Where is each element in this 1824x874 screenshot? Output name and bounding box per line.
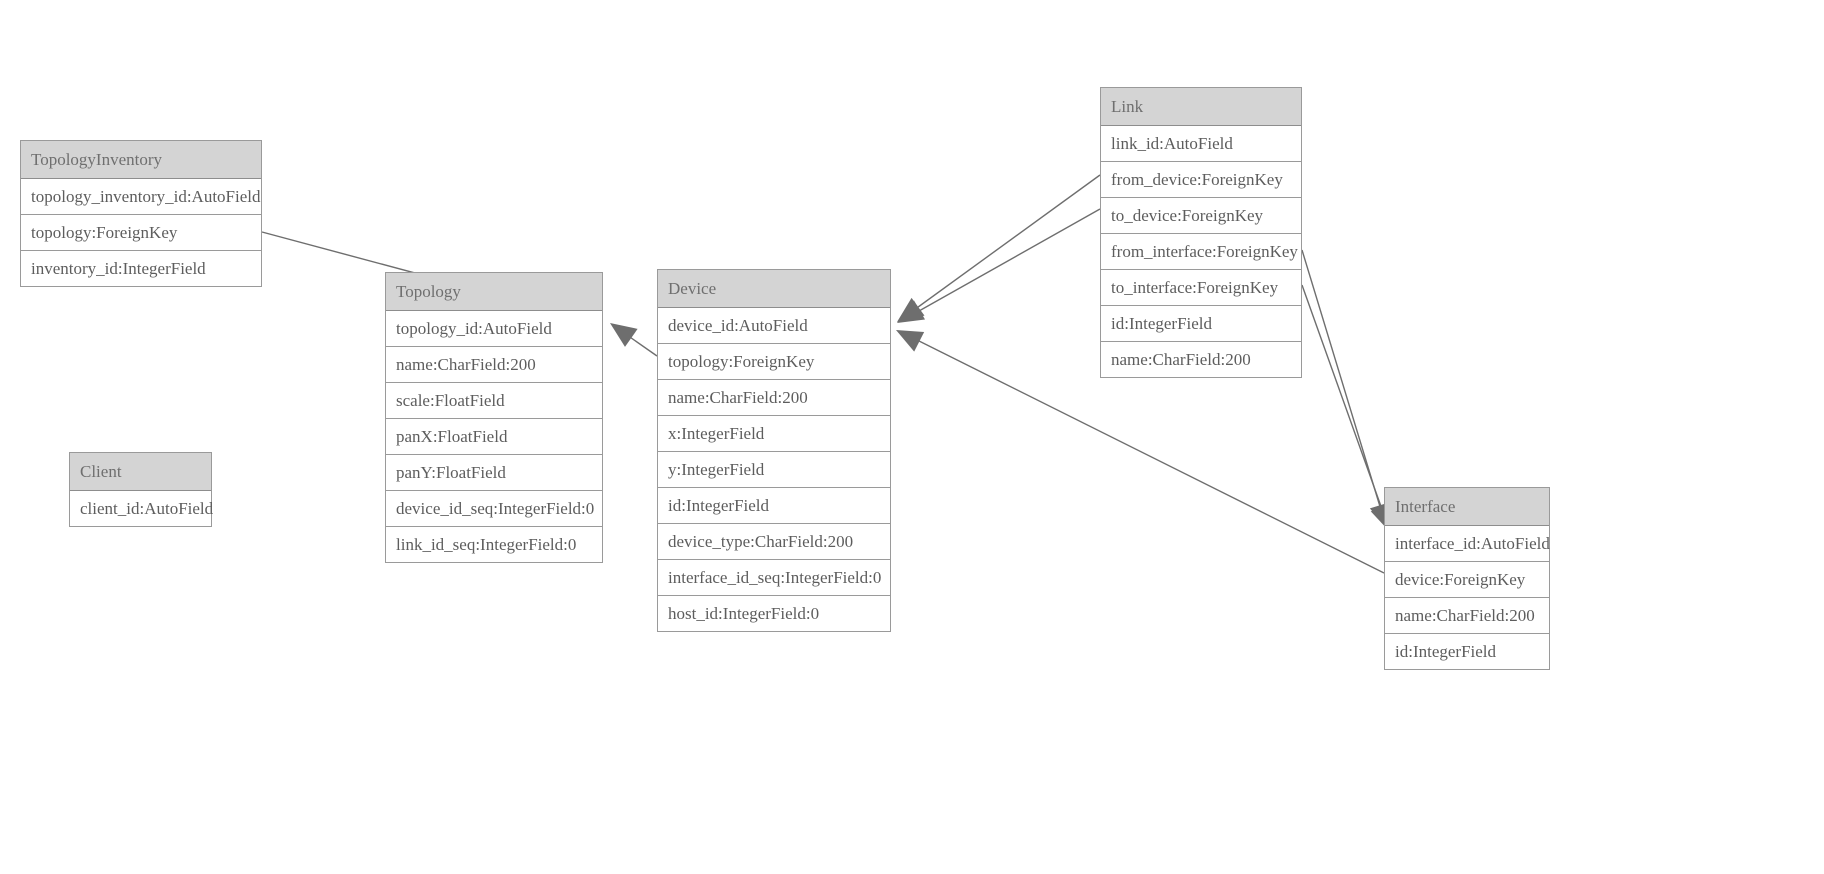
entity-field[interactable]: topology_id:AutoField xyxy=(386,311,602,347)
entity-field[interactable]: y:IntegerField xyxy=(658,452,890,488)
entity-field[interactable]: name:CharField:200 xyxy=(658,380,890,416)
relation-arrowhead-icon xyxy=(897,300,926,323)
entity-field[interactable]: id:IntegerField xyxy=(1385,634,1549,669)
relation-line xyxy=(616,327,658,357)
entity-field[interactable]: from_interface:ForeignKey xyxy=(1101,234,1301,270)
entity-field[interactable]: id:IntegerField xyxy=(658,488,890,524)
entity-field[interactable]: host_id:IntegerField:0 xyxy=(658,596,890,631)
relation-arrowhead-icon xyxy=(896,330,925,352)
entity-field[interactable]: name:CharField:200 xyxy=(1101,342,1301,377)
entity-title-interface: Interface xyxy=(1385,488,1549,526)
entity-field[interactable]: panX:FloatField xyxy=(386,419,602,455)
entity-field[interactable]: name:CharField:200 xyxy=(1385,598,1549,634)
entity-title-link: Link xyxy=(1101,88,1301,126)
entity-field[interactable]: link_id:AutoField xyxy=(1101,126,1301,162)
relation-link-from-device xyxy=(897,174,1101,322)
entity-field[interactable]: to_device:ForeignKey xyxy=(1101,198,1301,234)
entity-field[interactable]: id:IntegerField xyxy=(1101,306,1301,342)
relation-link-to-device xyxy=(897,208,1101,323)
entity-field[interactable]: interface_id:AutoField xyxy=(1385,526,1550,562)
relation-arrowhead-icon xyxy=(610,323,638,347)
relation-line xyxy=(1301,249,1386,524)
entity-field[interactable]: device:ForeignKey xyxy=(1385,562,1549,598)
entity-field[interactable]: link_id_seq:IntegerField:0 xyxy=(386,527,602,562)
entity-field[interactable]: inventory_id:IntegerField xyxy=(21,251,261,286)
entity-field[interactable]: topology:ForeignKey xyxy=(658,344,890,380)
entity-field[interactable]: device_type:CharField:200 xyxy=(658,524,890,560)
relation-line xyxy=(902,208,1101,321)
entity-field[interactable]: from_device:ForeignKey xyxy=(1101,162,1301,198)
relation-device-topology xyxy=(610,323,658,357)
relation-arrowhead-icon xyxy=(897,297,925,322)
entity-field[interactable]: device_id_seq:IntegerField:0 xyxy=(386,491,602,527)
entity-field[interactable]: panY:FloatField xyxy=(386,455,602,491)
entity-field[interactable]: name:CharField:200 xyxy=(386,347,602,383)
entity-title-topology-inventory: TopologyInventory xyxy=(21,141,261,179)
entity-field[interactable]: x:IntegerField xyxy=(658,416,890,452)
relation-line xyxy=(1301,284,1389,527)
relation-line xyxy=(902,174,1101,319)
entity-field[interactable]: topology_inventory_id:AutoField xyxy=(21,179,261,215)
entity-title-topology: Topology xyxy=(386,273,602,311)
entity-field[interactable]: interface_id_seq:IntegerField:0 xyxy=(658,560,890,596)
entity-field[interactable]: device_id:AutoField xyxy=(658,308,890,344)
entity-field[interactable]: scale:FloatField xyxy=(386,383,602,419)
entity-field[interactable]: to_interface:ForeignKey xyxy=(1101,270,1301,306)
entity-field[interactable]: client_id:AutoField xyxy=(70,491,213,526)
entity-title-device: Device xyxy=(658,270,890,308)
entity-title-client: Client xyxy=(70,453,211,491)
entity-field[interactable]: topology:ForeignKey xyxy=(21,215,261,251)
